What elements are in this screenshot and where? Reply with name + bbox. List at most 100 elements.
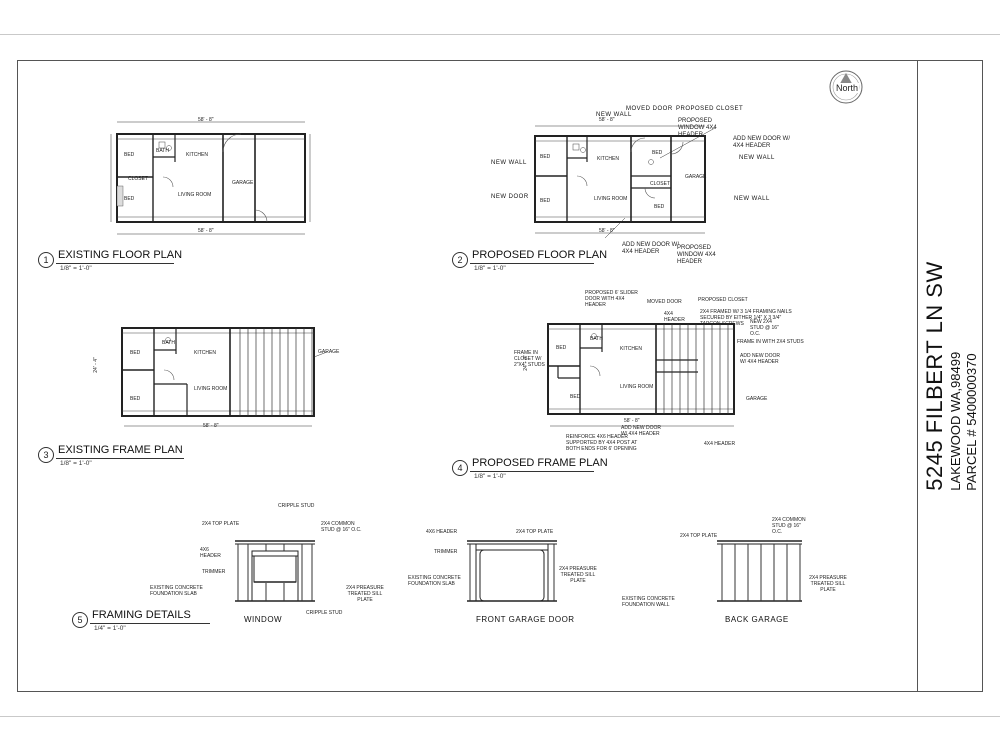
window-slab: EXISTING CONCRETE FOUNDATION SLAB: [150, 585, 203, 597]
pr-floor-bed-2: BED: [540, 198, 551, 204]
ex-frame-dim-side: 24' - 4": [92, 357, 99, 373]
ex-frame-dim-bottom: 58' - 8": [203, 423, 219, 429]
pr-floor-bed-1: BED: [540, 154, 551, 160]
address: 5245 FILBERT LN SW: [921, 261, 947, 491]
window-cripple-bottom: CRIPPLE STUD: [306, 610, 343, 616]
view-scale: 1/8" = 1'-0": [474, 473, 506, 480]
north-label: North: [835, 83, 860, 93]
view-number: 5: [72, 612, 88, 628]
view-number: 2: [452, 252, 468, 268]
parcel-number: PARCEL # 5400000370: [963, 353, 979, 491]
view-title-2: 2 PROPOSED FLOOR PLAN 1/8" = 1'-0": [452, 249, 607, 276]
note-slider-door: PROPOSED 6' SLIDER DOOR WITH 4X4 HEADER: [585, 290, 638, 308]
pr-floor-bed-4: BED: [654, 204, 665, 210]
pr-floor-bed-3: BED: [652, 150, 663, 156]
view-number: 3: [38, 447, 54, 463]
note-frame-closet: FRAME IN CLOSET W/ 2"X4" STUDS: [514, 350, 545, 368]
garage-door-header: 4X6 HEADER: [426, 529, 458, 535]
pr-floor-dim-bottom: 58' - 8": [599, 228, 615, 234]
ex-frame-living: LIVING ROOM: [194, 386, 228, 392]
pr-frame-garage: GARAGE: [746, 396, 768, 402]
ex-floor-dim-top: 58' - 8": [198, 117, 214, 123]
note-proposed-closet: PROPOSED CLOSET: [676, 106, 744, 112]
garage-door-framing-detail: [467, 540, 557, 602]
ex-frame-garage: GARAGE: [318, 349, 340, 355]
window-trimmer: TRIMMER: [202, 569, 226, 575]
view-name: FRAMING DETAILS: [92, 609, 191, 621]
note-framing-nails: 2X4 FRAMED W/ 3 1/4 FRAMING NAILS SECURE…: [700, 309, 792, 327]
pr-frame-kitchen: KITCHEN: [620, 346, 642, 352]
title-block: 5245 FILBERT LN SW LAKEWOOD WA,98499 PAR…: [917, 60, 983, 692]
garage-door-sill: 2X4 PREASURE TREATED SILL PLATE: [559, 566, 597, 584]
back-garage-top-plate: 2X4 TOP PLATE: [680, 533, 718, 539]
note-frame-add-new-door: ADD NEW DOOR W/ 4X4 HEADER: [740, 353, 780, 365]
garage-door-trimmer: TRIMMER: [434, 549, 458, 555]
note-reinforce-header: REINFORCE 4X6 HEADER SUPPORTED BY 4X4 PO…: [566, 434, 638, 452]
city: LAKEWOOD WA,98499: [947, 351, 963, 491]
ex-floor-living: LIVING ROOM: [178, 192, 212, 198]
ex-floor-bed-1: BED: [124, 152, 135, 158]
pr-floor-dim-top: 58' - 8": [599, 117, 615, 123]
view-scale: 1/8" = 1'-0": [60, 265, 92, 272]
view-number: 1: [38, 252, 54, 268]
view-title-3: 3 EXISTING FRAME PLAN 1/8" = 1'-0": [38, 444, 188, 471]
title-underline: [90, 623, 210, 624]
window-sill: 2X4 PREASURE TREATED SILL PLATE: [346, 585, 384, 603]
note-moved-door: MOVED DOOR: [626, 106, 673, 112]
view-name: EXISTING FLOOR PLAN: [58, 249, 183, 261]
ex-frame-bed-2: BED: [130, 396, 141, 402]
note-new-door: NEW DOOR: [491, 194, 529, 200]
ex-floor-bath: BATH: [156, 148, 169, 154]
view-title-1: 1 EXISTING FLOOR PLAN 1/8" = 1'-0": [38, 249, 188, 276]
back-garage-wall: EXISTING CONCRETE FOUNDATION WALL: [622, 596, 675, 608]
bottom-divider: [0, 716, 1000, 717]
ex-frame-bed-1: BED: [130, 350, 141, 356]
ex-floor-dim-bottom: 58' - 8": [198, 228, 214, 234]
window-header: 4X6 HEADER: [200, 547, 221, 559]
note-4x4-header-bottom: 4X4 HEADER: [704, 441, 736, 447]
note-new-wall-top: NEW WALL: [596, 112, 632, 118]
garage-door-caption: FRONT GARAGE DOOR: [476, 615, 575, 624]
pr-floor-kitchen: KITCHEN: [597, 156, 619, 162]
note-new-wall-right: NEW WALL: [739, 155, 775, 161]
note-proposed-window-top: PROPOSED WINDOW 4X4 HEADER: [678, 118, 717, 138]
note-add-new-door-bottom: ADD NEW DOOR W/ 4X4 HEADER: [622, 242, 679, 255]
ex-floor-closet: CLOSET: [128, 176, 149, 182]
title-text-group: 5245 FILBERT LN SW LAKEWOOD WA,98499 PAR…: [922, 261, 980, 491]
drawing-sheet: [17, 60, 983, 692]
window-cripple-top: CRIPPLE STUD: [278, 503, 315, 509]
pr-floor-living: LIVING ROOM: [594, 196, 628, 202]
view-number: 4: [452, 460, 468, 476]
view-title-4: 4 PROPOSED FRAME PLAN 1/8" = 1'-0": [452, 457, 608, 484]
pr-floor-garage: GARAGE: [685, 174, 707, 180]
pr-frame-bed-2: BED: [570, 394, 581, 400]
note-frame-moved-door: MOVED DOOR: [647, 299, 682, 305]
note-new-wall-left: NEW WALL: [491, 160, 527, 166]
proposed-frame-plan: [547, 323, 735, 427]
note-proposed-window-bottom: PROPOSED WINDOW 4X4 HEADER: [677, 245, 716, 265]
ex-floor-bed-2: BED: [124, 196, 135, 202]
ex-frame-bath: BATH: [162, 340, 175, 346]
ex-floor-garage: GARAGE: [232, 180, 254, 186]
view-title-5: 5 FRAMING DETAILS 1/4" = 1'-0": [72, 609, 222, 636]
garage-door-slab: EXISTING CONCRETE FOUNDATION SLAB: [408, 575, 461, 587]
title-underline: [470, 471, 594, 472]
back-garage-caption: BACK GARAGE: [725, 615, 789, 624]
back-garage-common-stud: 2X4 COMMON STUD @ 16" O.C.: [772, 517, 806, 535]
window-caption: WINDOW: [244, 615, 283, 624]
pr-frame-dim-bottom: 58' - 8": [624, 418, 640, 424]
top-divider: [0, 34, 1000, 35]
view-scale: 1/8" = 1'-0": [474, 265, 506, 272]
note-new-wall-far-right: NEW WALL: [734, 196, 770, 202]
note-frame-proposed-closet: PROPOSED CLOSET: [698, 297, 748, 303]
back-garage-framing-detail: [717, 540, 802, 602]
window-top-plate: 2X4 TOP PLATE: [202, 521, 240, 527]
garage-door-top-plate: 2X4 TOP PLATE: [516, 529, 554, 535]
window-framing-detail: [235, 540, 315, 602]
view-name: EXISTING FRAME PLAN: [58, 444, 183, 456]
note-new-stud: NEW 2X4 STUD @ 16" O.C.: [750, 319, 779, 337]
view-scale: 1/8" = 1'-0": [60, 460, 92, 467]
back-garage-sill: 2X4 PREASURE TREATED SILL PLATE: [809, 575, 847, 593]
note-frame-add-new-door-2: ADD NEW DOOR W/ 4X4 HEADER: [621, 425, 661, 437]
note-4x4-header-top: 4X4 HEADER: [664, 311, 685, 323]
